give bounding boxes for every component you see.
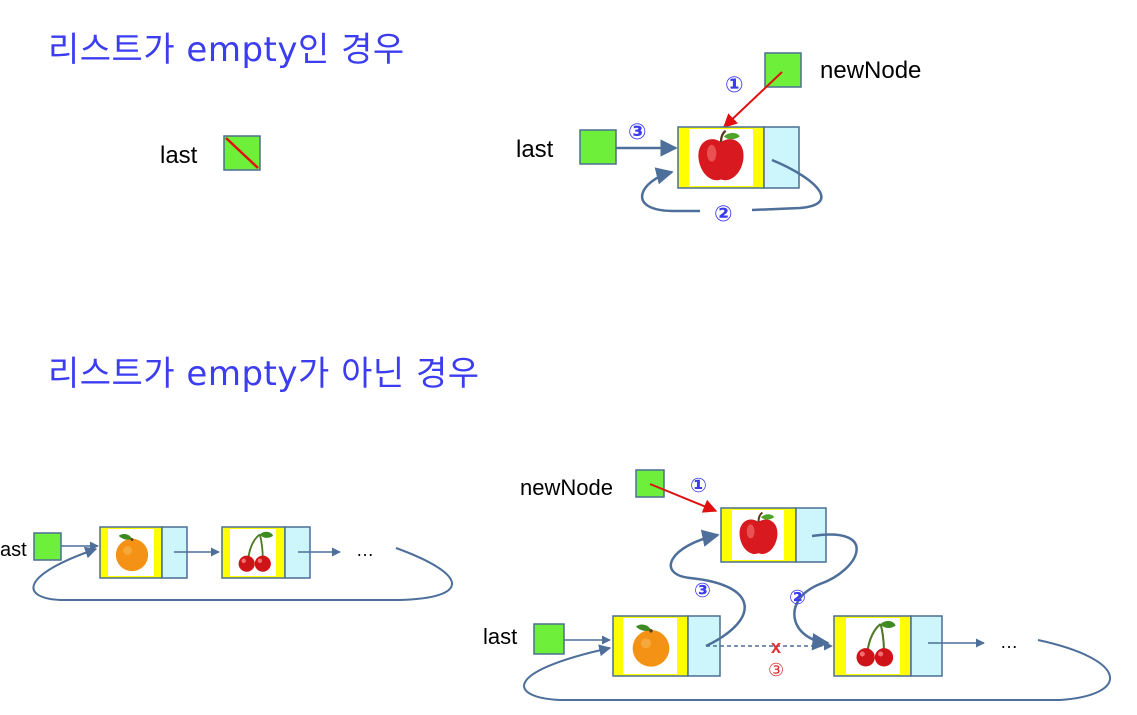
apple-node [677,126,800,189]
step-1-arrow [722,71,783,128]
last-pointer-box [579,129,617,165]
heading-empty-case: 리스트가 empty인 경우 [48,30,405,70]
node-link-field [763,126,800,189]
step-3-curve [669,529,746,648]
nonempty-insert-diagram: newNode ① last ③ ② x ③ [483,469,1112,701]
last-label: last [516,136,554,163]
heading-nonempty-case: 리스트가 empty가 아닌 경우 [48,354,480,394]
step-3-number: ③ [628,119,647,144]
ellipsis: … [356,540,374,560]
last-label-cut: ast [0,539,27,561]
step-3-number: ③ [694,580,711,602]
step-2-number: ② [714,201,733,226]
cherry-node [221,526,311,579]
step-1-number: ① [690,475,707,497]
null-slash [225,137,259,169]
orange-node [612,615,721,677]
circular-back-link [523,639,1112,701]
removed-link-mark: x [771,637,781,657]
step-1-number: ① [725,72,744,97]
self-loop-curve-right [751,158,823,212]
last-label: last [483,624,517,649]
last-pointer-box [33,532,62,561]
new-node-label: newNode [520,475,613,500]
ellipsis: … [1000,632,1018,652]
existing-list-diagram: ast … [0,526,453,601]
new-node-pointer-box [635,469,665,498]
last-label: last [160,142,198,169]
step-1-arrow [649,483,718,513]
last-pointer-box [533,623,565,655]
apple-node [720,507,827,563]
orange-node [99,526,188,579]
removed-link-step-number: ③ [768,660,784,680]
empty-list-last-pointer: last [160,135,261,171]
cherry-node [833,615,943,677]
step-2-curve [793,533,858,651]
node-link-field [910,615,943,677]
step-2-number: ② [789,587,806,609]
self-loop-curve-left [640,167,700,213]
empty-insert-diagram: newNode ① last ③ ② [516,52,921,226]
circular-back-link [32,546,453,601]
new-node-label: newNode [820,57,921,84]
